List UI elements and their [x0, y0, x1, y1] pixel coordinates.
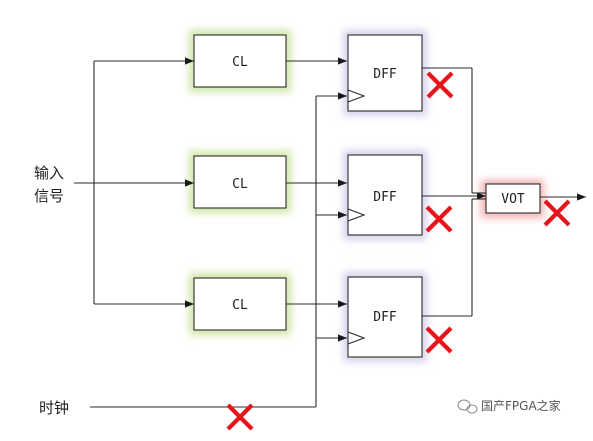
dff-label-1: DFF: [373, 67, 397, 82]
input-wiring: [74, 57, 194, 308]
dff-label-3: DFF: [373, 310, 397, 325]
red-x-icon: [426, 71, 454, 99]
dff-block-2: [347, 154, 423, 236]
dff-to-vot-wiring: [422, 67, 486, 317]
vot-block: [485, 183, 541, 214]
red-x-icon: [543, 199, 571, 227]
input-signal-label-line1: 输入: [34, 164, 64, 182]
dff-label-2: DFF: [373, 190, 397, 205]
input-signal-label-line2: 信号: [34, 187, 64, 205]
red-x-icon: [425, 326, 453, 354]
cl-block-2: [193, 155, 287, 209]
watermark: 国产FPGA之家: [457, 398, 561, 414]
cl-label-2: CL: [232, 177, 248, 192]
cl-label-3: CL: [232, 298, 248, 313]
red-x-icon: [425, 205, 453, 233]
dff-block-1: [347, 34, 423, 112]
watermark-text: 国产FPGA之家: [481, 398, 561, 413]
cl-block-1: [193, 34, 287, 88]
dff-block-3: [347, 276, 423, 358]
dff-clock-triangle-3: [347, 331, 366, 345]
dff-clock-triangle-2: [347, 208, 366, 222]
clock-wiring: [90, 92, 347, 408]
vot-label: VOT: [501, 192, 525, 207]
wechat-logo-icon: [457, 399, 478, 414]
clock-label: 时钟: [39, 399, 69, 417]
dff-clock-triangle-1: [347, 89, 366, 103]
red-x-icon: [226, 403, 254, 431]
cl-label-1: CL: [232, 55, 248, 70]
cl-block-3: [193, 277, 287, 331]
